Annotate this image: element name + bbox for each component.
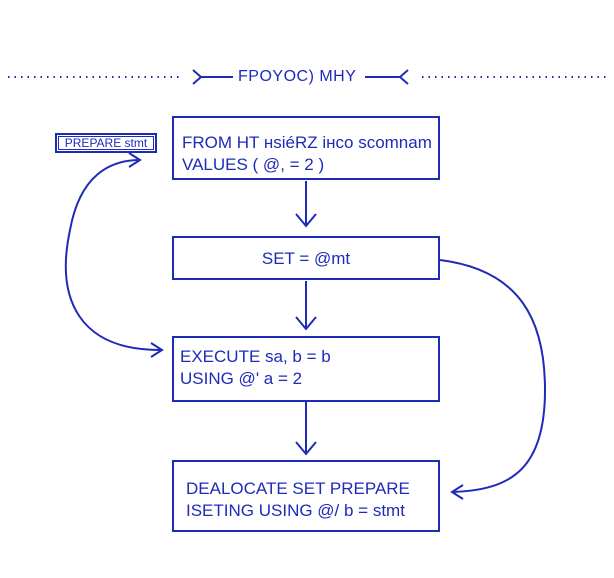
set-line-1: SET = @mt — [261, 249, 351, 268]
dealocate-line-2: ISETING USING @/ b = stmt — [186, 501, 405, 520]
from-values-box: FROM HT нѕіéRZ інco ѕcomnam VALUES ( @, … — [172, 116, 440, 180]
execute-line-1: EXECUTE sa, b = b — [180, 347, 331, 366]
execute-box: EXECUTE sa, b = b USING @' a = 2 — [172, 336, 440, 402]
from-values-line-1: FROM HT нѕіéRZ інco ѕcomnam — [182, 133, 432, 152]
diagram-title: FPOYOC) MHY — [238, 68, 357, 85]
dealocate-box: DEALOCATE SET PREPARE ISETING USING @/ b… — [172, 460, 440, 532]
prepare-stmt-label-text: PREPARE stmt — [58, 136, 154, 150]
from-values-line-2: VALUES ( @, = 2 ) — [182, 155, 325, 174]
arrow-into-execute — [150, 342, 164, 358]
set-box: SET = @mt — [172, 236, 440, 280]
execute-line-2: USING @' a = 2 — [180, 369, 303, 388]
dealocate-line-1: DEALOCATE SET PREPARE — [186, 479, 410, 498]
header-right-bracket-icon — [365, 69, 409, 85]
arrow-execute-to-dealocate — [295, 402, 317, 456]
header-left-bracket-icon — [192, 69, 233, 85]
loop-arrow-to-prepare-label — [64, 152, 161, 351]
arrow-set-to-execute — [295, 281, 317, 331]
loop-arrow-set-to-dealocate — [439, 259, 547, 500]
prepare-stmt-label: PREPARE stmt — [55, 133, 157, 153]
arrow-from-to-set — [295, 181, 317, 228]
